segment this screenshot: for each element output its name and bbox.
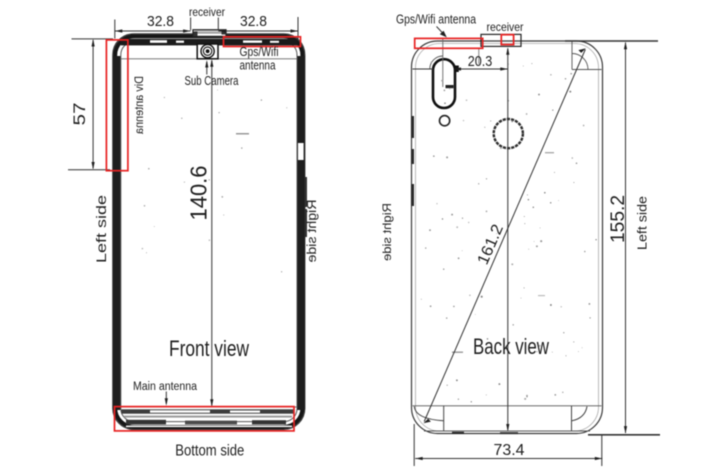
svg-text:Front view: Front view — [169, 336, 250, 361]
svg-text:Gps/Wifi antenna: Gps/Wifi antenna — [396, 12, 477, 27]
svg-text:Back view: Back view — [473, 334, 549, 359]
svg-text:Right side: Right side — [380, 203, 394, 261]
svg-text:155.2: 155.2 — [608, 195, 629, 243]
svg-text:receiver: receiver — [487, 20, 524, 34]
svg-text:Main antenna: Main antenna — [133, 381, 198, 393]
svg-text:32.8: 32.8 — [240, 13, 267, 30]
svg-text:Bottom side: Bottom side — [175, 443, 244, 460]
svg-text:Right side: Right side — [305, 200, 319, 263]
svg-text:Left side: Left side — [93, 195, 109, 263]
svg-text:20.3: 20.3 — [468, 53, 493, 70]
svg-text:Sub Camera: Sub Camera — [185, 74, 239, 88]
svg-text:Gps/Wifi: Gps/Wifi — [240, 45, 279, 59]
svg-text:57: 57 — [70, 103, 89, 126]
svg-text:Left side: Left side — [635, 196, 650, 250]
svg-text:73.4: 73.4 — [494, 442, 525, 459]
svg-text:32.8: 32.8 — [147, 13, 174, 30]
svg-text:140.6: 140.6 — [186, 166, 212, 221]
svg-text:Div antenna: Div antenna — [132, 76, 146, 134]
svg-text:receiver: receiver — [189, 5, 225, 19]
svg-text:antenna: antenna — [240, 59, 276, 73]
